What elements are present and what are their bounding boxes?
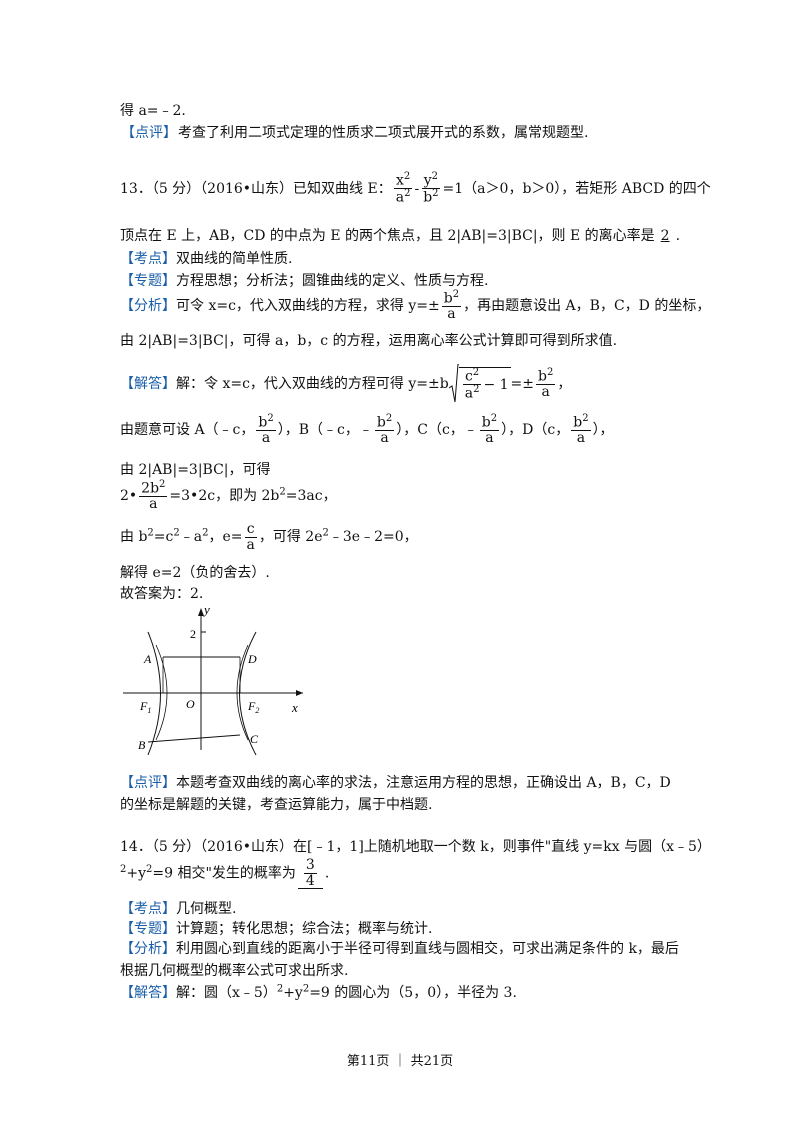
answer-blank: 2 <box>660 228 670 244</box>
fenxi-text: 由 2|AB|=3|BC|，可得 a，b，c 的方程，运用离心率公式计算即可得到… <box>120 333 618 349</box>
hyperbola-figure: y x 2 O A B C D F1 F2 <box>123 602 303 756</box>
question-prefix: 13．（5 分）（2016•山东）已知双曲线 E： <box>120 180 392 197</box>
question-14-line1: 14．（5 分）（2016•山东）在[﹣1，1]上随机地取一个数 k，则事件"直… <box>120 839 711 855</box>
dianping-line2: 的坐标是解题的关键，考查运算能力，属于中档题. <box>120 794 432 814</box>
label-b: B <box>138 738 146 752</box>
kaodian-text: 双曲线的简单性质. <box>176 251 293 267</box>
label-d: D <box>247 652 257 666</box>
kaodian-tag: 【考点】 <box>120 901 176 917</box>
label-x: x <box>291 700 298 715</box>
hyperbola-left <box>147 631 161 756</box>
y-axis-arrow <box>198 608 204 616</box>
rect-bottom <box>147 734 241 743</box>
dianping-text: 的坐标是解题的关键，考查运算能力，属于中档题. <box>120 797 433 813</box>
fenxi-text: ，再由题意设出 A，B，C，D 的坐标， <box>463 298 711 315</box>
kaodian-line-2: 【考点】几何概型. <box>120 901 237 917</box>
line-text: 得 a=﹣2. <box>120 103 186 119</box>
zhuanti-text: 方程思想；分析法；圆锥曲线的定义、性质与方程. <box>176 273 489 289</box>
solution-step-6: 故答案为：2. <box>120 586 204 602</box>
comment-text: 考查了利用二项式定理的性质求二项式展开式的系数，属常规题型. <box>178 125 589 141</box>
comment-line: 【点评】考查了利用二项式定理的性质求二项式展开式的系数，属常规题型. <box>120 122 588 142</box>
zhuanti-line-2: 【专题】计算题；转化思想；综合法；概率与统计. <box>120 921 433 937</box>
question-text: 顶点在 E 上，AB，CD 的中点为 E 的两个焦点，且 2|AB|=3|BC|… <box>120 228 655 244</box>
zhuanti-line: 【专题】方程思想；分析法；圆锥曲线的定义、性质与方程. <box>120 270 488 290</box>
jieda-tag: 【解答】 <box>120 376 176 392</box>
x-axis-arrow <box>296 690 303 696</box>
label-origin: O <box>186 697 195 711</box>
label-f1: F1 <box>139 699 151 715</box>
jieda-text: 解：令 x=c，代入双曲线的方程可得 y=±b <box>176 376 449 392</box>
question-13-line2: 顶点在 E 上，AB，CD 的中点为 E 的两个焦点，且 2|AB|=3|BC|… <box>120 225 680 245</box>
hyperbola-right <box>239 631 257 756</box>
kaodian-line: 【考点】双曲线的简单性质. <box>120 248 292 268</box>
label-f2: F2 <box>247 699 259 715</box>
dianping-text: 本题考查双曲线的离心率的求法，注意运用方程的思想，正确设出 A，B，C，D <box>176 775 671 791</box>
label-y: y <box>202 602 210 617</box>
jieda-line-2: 【解答】解：圆（x﹣5）2+y2=9 的圆心为（5，0），半径为 3. <box>120 983 517 1001</box>
solution-step-5: 解得 e=2（负的舍去）. <box>120 565 270 581</box>
page-footer: 第11页 ｜ 共21页 <box>346 1054 454 1069</box>
comment-tag: 【点评】 <box>121 125 177 141</box>
fenxi-line-2: 【分析】利用圆心到直线的距离小于半径可得到直线与圆相交，可求出满足条件的 k，最… <box>120 941 679 957</box>
punct: . <box>675 228 681 244</box>
zhuanti-tag: 【专题】 <box>120 273 176 289</box>
question-suffix: =1（a＞0，b＞0），若矩形 ABCD 的四个 <box>442 180 711 197</box>
fenxi-line-2b: 根据几何概型的概率公式可求出所求. <box>120 963 349 979</box>
label-two: 2 <box>190 627 196 641</box>
fenxi-tag: 【分析】 <box>120 298 176 315</box>
label-c: C <box>250 732 259 746</box>
dianping-tag: 【点评】 <box>120 775 176 791</box>
jieda-tag: 【解答】 <box>120 985 176 1001</box>
kaodian-tag: 【考点】 <box>120 251 176 267</box>
text-line: 得 a=﹣2. <box>120 100 186 120</box>
solution-step-2: 由 2|AB|=3|BC|，可得 <box>120 462 271 478</box>
label-a: A <box>143 652 152 666</box>
fenxi-text: 可令 x=c，代入双曲线的方程，求得 y=± <box>176 298 440 315</box>
fenxi-tag: 【分析】 <box>120 941 176 957</box>
dianping-line: 【点评】本题考查双曲线的离心率的求法，注意运用方程的思想，正确设出 A，B，C，… <box>120 772 671 792</box>
fenxi-line2: 由 2|AB|=3|BC|，可得 a，b，c 的方程，运用离心率公式计算即可得到… <box>120 330 617 350</box>
zhuanti-tag: 【专题】 <box>120 921 176 937</box>
